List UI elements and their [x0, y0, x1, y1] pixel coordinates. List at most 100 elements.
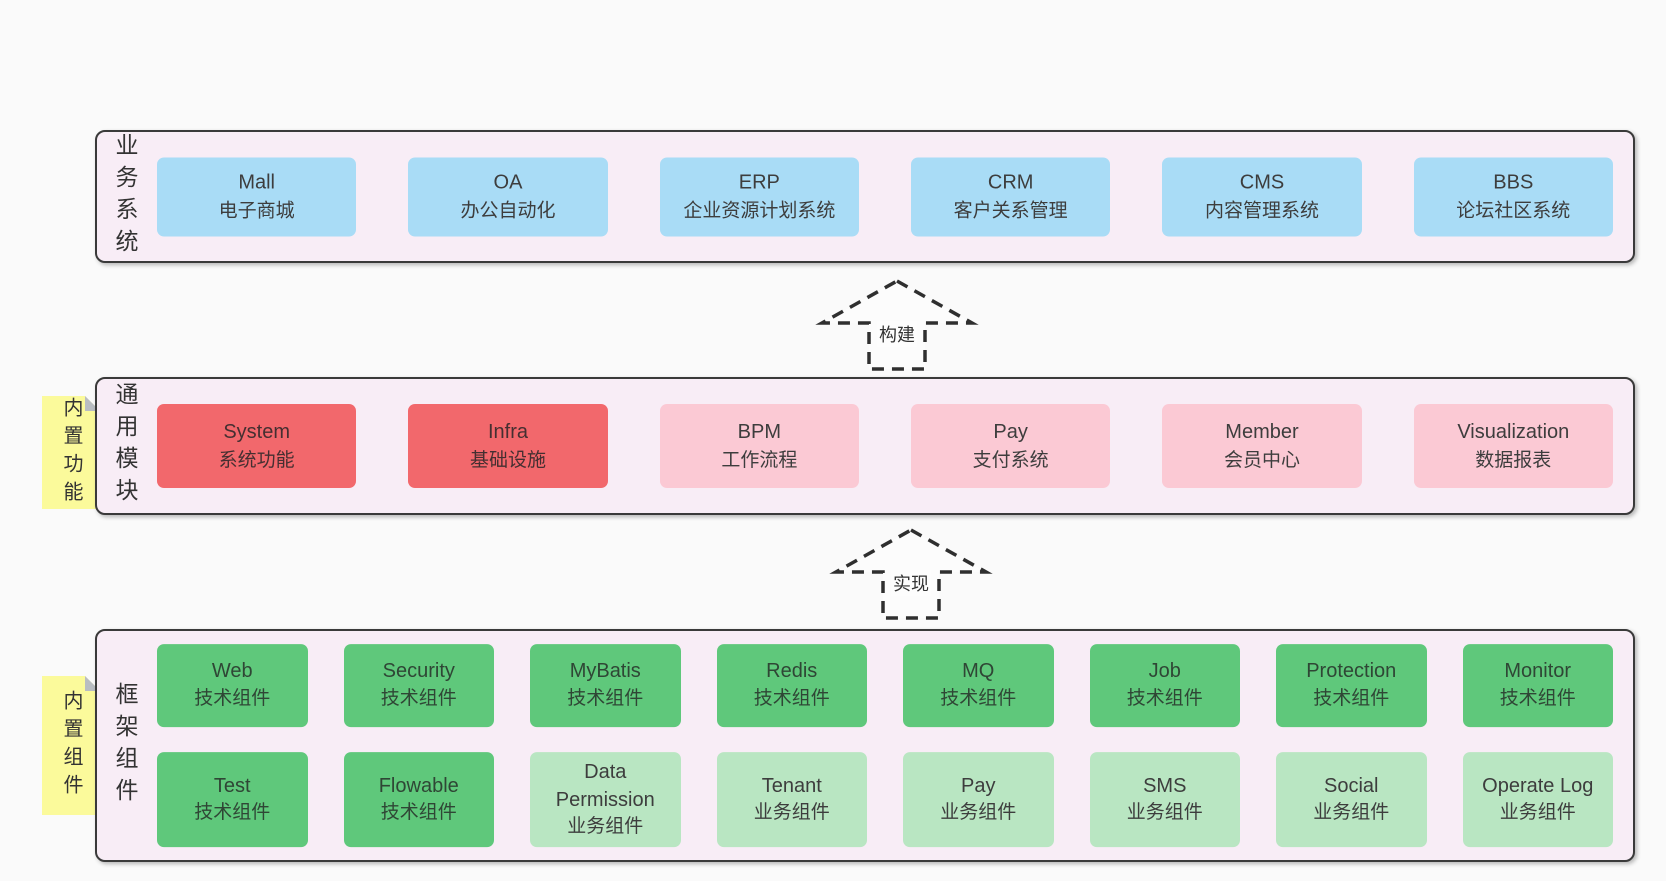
- module-box-subtitle: 基础设施: [469, 449, 546, 471]
- module-box-title: MQ: [962, 660, 995, 683]
- module-box-subtitle: 技术组件: [753, 687, 830, 709]
- module-box-operate-log: Operate Log 业务组件: [1462, 751, 1613, 848]
- sticky-note-label: 内置组件: [60, 689, 82, 802]
- module-box-title: Protection: [1306, 660, 1397, 683]
- layer-side-label: 通用模块: [112, 382, 138, 510]
- module-box-bpm: BPM 工作流程: [659, 404, 859, 488]
- module-box-title: Visualization: [1457, 420, 1570, 443]
- module-box-social: Social 业务组件: [1276, 751, 1427, 848]
- arrow-build-label: 构建: [877, 321, 917, 347]
- module-box-erp: ERP 企业资源计划系统: [659, 157, 859, 236]
- module-box-pay: Pay 业务组件: [903, 751, 1054, 848]
- module-box-subtitle: 业务组件: [753, 802, 830, 824]
- module-box-title: Pay: [993, 420, 1028, 443]
- module-box-subtitle: 技术组件: [194, 687, 271, 709]
- module-box-title: Flowable: [378, 774, 459, 797]
- layer-side-label: 框架组件: [112, 681, 138, 810]
- module-box-title: Web: [211, 660, 253, 683]
- module-box-security: Security 技术组件: [343, 643, 494, 727]
- module-box-visualization: Visualization 数据报表: [1413, 404, 1613, 488]
- module-box-title: OA: [493, 171, 523, 194]
- module-box-title: ERP: [738, 171, 780, 194]
- module-box-protection: Protection 技术组件: [1276, 643, 1427, 727]
- module-box-title: Monitor: [1504, 660, 1572, 683]
- sticky-note-built-in-components: 内置组件: [42, 676, 100, 815]
- module-box-title: Pay: [961, 774, 996, 797]
- module-box-subtitle: 业务组件: [940, 802, 1017, 824]
- module-box-title: Test: [213, 774, 251, 797]
- module-box-subtitle: 数据报表: [1475, 449, 1552, 471]
- module-box-infra: Infra 基础设施: [408, 404, 608, 488]
- module-box-tenant: Tenant 业务组件: [716, 751, 867, 848]
- arrow-build: 构建: [812, 277, 982, 373]
- module-box-subtitle: 业务组件: [1499, 802, 1576, 824]
- module-box-subtitle: 内容管理系统: [1204, 200, 1319, 222]
- module-box-title: Data Permission: [555, 760, 655, 812]
- module-box-subtitle: 办公自动化: [460, 200, 556, 222]
- module-box-data-permission: Data Permission 业务组件: [530, 751, 681, 848]
- module-box-sms: SMS 业务组件: [1089, 751, 1240, 848]
- arrow-implement: 实现: [826, 526, 996, 622]
- module-box-title: BBS: [1493, 171, 1534, 194]
- module-box-subtitle: 系统功能: [218, 449, 295, 471]
- module-box-crm: CRM 客户关系管理: [910, 157, 1111, 236]
- module-box-web: Web 技术组件: [157, 643, 308, 727]
- module-box-title: CRM: [987, 171, 1034, 194]
- module-box-title: BPM: [737, 420, 781, 443]
- module-box-cms: CMS 内容管理系统: [1162, 157, 1362, 236]
- layer-side-label: 业务系统: [112, 132, 138, 261]
- module-box-bbs: BBS 论坛社区系统: [1413, 157, 1613, 236]
- module-box-title: System: [223, 420, 290, 443]
- module-box-subtitle: 企业资源计划系统: [683, 200, 836, 222]
- module-box-subtitle: 业务组件: [1313, 802, 1390, 824]
- module-box-title: Tenant: [761, 774, 822, 797]
- module-box-pay: Pay 支付系统: [910, 404, 1111, 488]
- module-box-subtitle: 业务组件: [567, 816, 644, 838]
- arrow-implement-label: 实现: [891, 570, 931, 596]
- module-box-subtitle: 技术组件: [380, 802, 457, 824]
- module-box-subtitle: 会员中心: [1223, 449, 1300, 471]
- module-box-subtitle: 业务组件: [1126, 802, 1203, 824]
- module-box-title: CMS: [1239, 171, 1285, 194]
- layer-common-modules: 通用模块 System 系统功能 Infra 基础设施 BPM 工作流程 Pay 支付系统 Me…: [95, 377, 1635, 515]
- module-box-title: Social: [1324, 774, 1379, 797]
- module-box-subtitle: 技术组件: [1313, 687, 1390, 709]
- module-box-title: Infra: [487, 420, 528, 443]
- sticky-note-built-in-functions: 内置功能: [42, 396, 100, 509]
- module-box-title: Security: [382, 660, 455, 683]
- module-box-subtitle: 技术组件: [940, 687, 1017, 709]
- module-box-subtitle: 技术组件: [567, 687, 644, 709]
- module-box-title: Job: [1148, 660, 1181, 683]
- module-box-title: Operate Log: [1482, 774, 1594, 797]
- module-box-flowable: Flowable 技术组件: [343, 751, 494, 848]
- module-box-monitor: Monitor 技术组件: [1462, 643, 1613, 727]
- module-box-oa: OA 办公自动化: [408, 157, 608, 236]
- module-box-subtitle: 技术组件: [1499, 687, 1576, 709]
- module-box-title: MyBatis: [569, 660, 641, 683]
- module-box-title: Mall: [238, 171, 275, 194]
- module-box-test: Test 技术组件: [157, 751, 308, 848]
- module-box-subtitle: 技术组件: [194, 802, 271, 824]
- module-box-subtitle: 论坛社区系统: [1456, 200, 1571, 222]
- module-box-title: SMS: [1143, 774, 1187, 797]
- module-box-title: Redis: [766, 660, 818, 683]
- module-box-subtitle: 工作流程: [721, 449, 798, 471]
- module-box-subtitle: 支付系统: [972, 449, 1049, 471]
- module-box-redis: Redis 技术组件: [716, 643, 867, 727]
- module-box-subtitle: 技术组件: [1126, 687, 1203, 709]
- module-box-mybatis: MyBatis 技术组件: [530, 643, 681, 727]
- module-box-job: Job 技术组件: [1089, 643, 1240, 727]
- sticky-note-label: 内置功能: [60, 396, 82, 509]
- module-box-subtitle: 客户关系管理: [953, 200, 1068, 222]
- module-box-system: System 系统功能: [157, 404, 357, 488]
- module-box-subtitle: 技术组件: [380, 687, 457, 709]
